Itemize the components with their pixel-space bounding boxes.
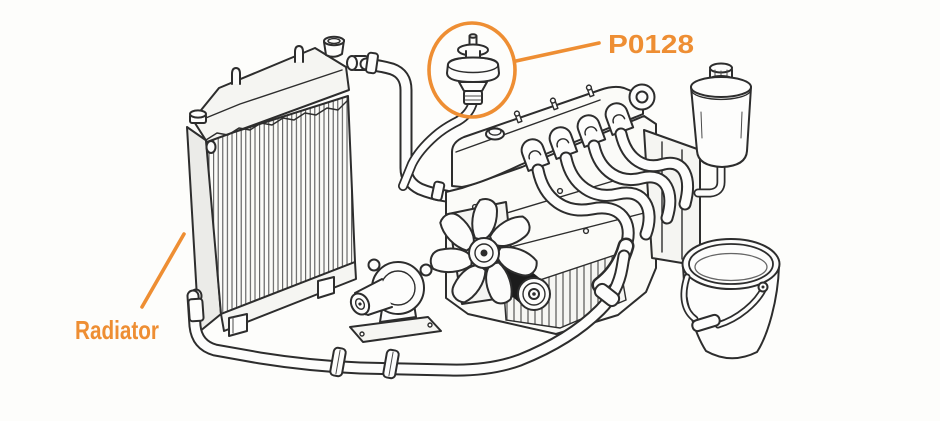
cooling-fan	[429, 198, 538, 305]
crank-pulley	[517, 277, 551, 311]
upper-radiator-hose	[359, 51, 453, 203]
thermostat-highlight-circle	[427, 21, 517, 119]
engine-illustration	[429, 83, 701, 335]
radiator-leader-line	[140, 232, 186, 309]
bucket-illustration	[680, 238, 781, 360]
engine-hose-stub-clamp	[430, 180, 446, 202]
radiator-left-cap	[189, 109, 217, 154]
lifting-eye-ring	[628, 83, 656, 111]
expansion-tank-illustration	[690, 62, 752, 198]
annotations: P0128 Radiator	[75, 21, 694, 345]
p0128-leader-line	[514, 41, 601, 63]
radiator-illustration	[186, 35, 369, 337]
radiator-label: Radiator	[75, 315, 159, 345]
exhaust-port-saddles	[520, 102, 635, 172]
thermostat-valve	[398, 33, 500, 191]
radiator-mounting-pins	[231, 45, 304, 85]
lower-radiator-hose	[186, 249, 631, 380]
water-pump-illustration	[349, 258, 442, 343]
p0128-label: P0128	[608, 29, 694, 59]
hose-couplings	[187, 282, 621, 380]
bucket-handle	[680, 273, 769, 333]
radiator-filler-neck	[323, 35, 345, 58]
valve-cover	[451, 84, 644, 188]
radiator-top-tank	[192, 47, 350, 143]
upper-hose-clamp	[365, 51, 379, 75]
